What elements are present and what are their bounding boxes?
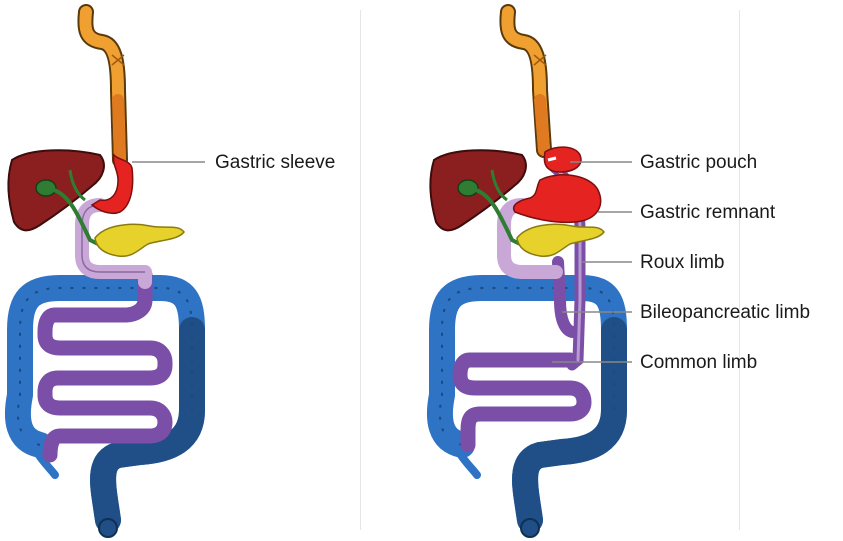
sleeve-anatomy xyxy=(8,12,205,537)
label-common-limb: Common limb xyxy=(640,353,757,372)
label-roux-limb: Roux limb xyxy=(640,253,724,272)
gastric-remnant xyxy=(514,175,601,223)
pancreas-left xyxy=(95,224,184,256)
small-intestine-left xyxy=(45,275,165,455)
esophagus-right xyxy=(507,12,546,150)
label-gastric-pouch: Gastric pouch xyxy=(640,153,757,172)
small-intestine-right xyxy=(460,360,584,445)
bypass-anatomy xyxy=(430,12,632,537)
label-bileopancreatic-limb: Bileopancreatic limb xyxy=(640,303,810,322)
pancreas-right xyxy=(517,224,604,256)
label-gastric-sleeve: Gastric sleeve xyxy=(215,153,335,172)
label-gastric-remnant: Gastric remnant xyxy=(640,203,775,222)
esophagus-left xyxy=(85,12,124,160)
